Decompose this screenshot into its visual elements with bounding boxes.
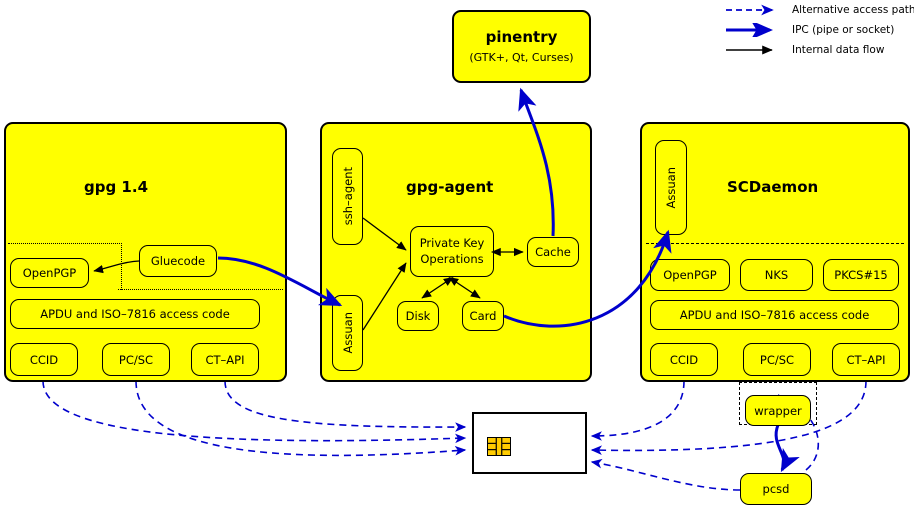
scdaemon-assuan-label: Assuan bbox=[664, 166, 678, 209]
pcsd-box[interactable]: pcsd bbox=[740, 473, 812, 505]
pinentry-title: pinentry bbox=[485, 27, 558, 46]
gpg-agent-ssh-agent-label: ssh–agent bbox=[340, 167, 355, 226]
internal-arrow-icon bbox=[726, 45, 773, 55]
scdaemon-title: SCDaemon bbox=[727, 178, 819, 196]
pcsd-label: pcsd bbox=[762, 482, 790, 496]
legend-item-alt-paths: Alternative access paths bbox=[724, 2, 914, 18]
legend-item-ipc: IPC (pipe or socket) bbox=[724, 22, 894, 38]
dashed-arrow-icon bbox=[726, 4, 774, 16]
scdaemon-app-pkcs15[interactable]: PKCS#15 bbox=[823, 259, 899, 291]
gpg14-driver-pcsc[interactable]: PC/SC bbox=[102, 343, 170, 376]
scdaemon-driver-ctapi-label: CT–API bbox=[846, 352, 886, 367]
gpg-agent-disk-box[interactable]: Disk bbox=[397, 301, 439, 331]
gpg-agent-card-label: Card bbox=[469, 309, 497, 323]
wrapper-box[interactable]: wrapper bbox=[745, 395, 811, 426]
gpg-agent-private-key-operations-box[interactable]: Private Key Operations bbox=[410, 226, 494, 277]
smartcard-chip-icon bbox=[487, 437, 511, 456]
scdaemon-app-openpgp[interactable]: OpenPGP bbox=[650, 259, 730, 291]
gpg-agent-ssh-agent-box[interactable]: ssh–agent bbox=[332, 148, 363, 245]
gpg-agent-cache-box[interactable]: Cache bbox=[527, 237, 579, 267]
legend-item-internal-flow: Internal data flow bbox=[724, 42, 884, 58]
gpg14-driver-ctapi-label: CT–API bbox=[205, 352, 245, 367]
pinentry-subtitle: (GTK+, Qt, Curses) bbox=[469, 51, 574, 65]
scdaemon-driver-ccid-label: CCID bbox=[669, 352, 699, 367]
chip-contacts-icon bbox=[488, 438, 510, 455]
scdaemon-app-openpgp-label: OpenPGP bbox=[663, 268, 717, 282]
gpg14-apdu-box[interactable]: APDU and ISO–7816 access code bbox=[10, 299, 260, 329]
gpg-agent-assuan-box[interactable]: Assuan bbox=[332, 295, 363, 371]
alt-path-group-left bbox=[42, 380, 467, 457]
ipc-arrow-icon bbox=[726, 23, 773, 37]
wrapper-label: wrapper bbox=[754, 403, 802, 418]
pinentry-box[interactable]: pinentry (GTK+, Qt, Curses) bbox=[452, 10, 591, 83]
scdaemon-driver-pcsc-label: PC/SC bbox=[759, 352, 795, 367]
gpg14-driver-ccid[interactable]: CCID bbox=[10, 343, 78, 376]
gpg-agent-disk-label: Disk bbox=[405, 309, 431, 323]
gpg-agent-cache-label: Cache bbox=[535, 245, 571, 259]
scdaemon-apdu-box[interactable]: APDU and ISO–7816 access code bbox=[650, 300, 899, 330]
legend-label-internal-flow: Internal data flow bbox=[792, 44, 885, 56]
gpg-agent-card-box[interactable]: Card bbox=[462, 301, 504, 331]
scdaemon-assuan-box[interactable]: Assuan bbox=[655, 140, 687, 235]
gpg14-title: gpg 1.4 bbox=[84, 178, 149, 196]
private-key-ops-line1: Private Key bbox=[419, 235, 485, 250]
legend-label-ipc: IPC (pipe or socket) bbox=[792, 24, 895, 36]
scdaemon-app-nks-label: NKS bbox=[764, 268, 789, 282]
scdaemon-driver-ctapi[interactable]: CT–API bbox=[832, 343, 900, 376]
private-key-ops-line2: Operations bbox=[420, 251, 484, 266]
alt-path-group-right bbox=[590, 380, 867, 491]
gpg14-openpgp-box[interactable]: OpenPGP bbox=[10, 258, 89, 288]
gpg14-apdu-label: APDU and ISO–7816 access code bbox=[40, 307, 230, 321]
gpg14-gluecode-label: Gluecode bbox=[150, 254, 206, 268]
scdaemon-driver-pcsc[interactable]: PC/SC bbox=[743, 343, 811, 376]
gpg-agent-assuan-label: Assuan bbox=[340, 312, 355, 354]
gpg14-driver-ctapi[interactable]: CT–API bbox=[191, 343, 259, 376]
legend: Alternative access paths IPC (pipe or so… bbox=[724, 0, 914, 56]
scdaemon-app-nks[interactable]: NKS bbox=[740, 259, 813, 291]
gpg-agent-title: gpg-agent bbox=[406, 178, 494, 196]
scdaemon-apdu-label: APDU and ISO–7816 access code bbox=[679, 308, 870, 322]
gpg14-driver-ccid-label: CCID bbox=[29, 352, 59, 367]
legend-label-alt-paths: Alternative access paths bbox=[792, 4, 914, 16]
ipc-wrapper-to-pcsd bbox=[774, 424, 800, 473]
gpg14-gluecode-box[interactable]: Gluecode bbox=[139, 245, 217, 277]
gpg14-openpgp-label: OpenPGP bbox=[22, 266, 77, 280]
scdaemon-app-pkcs15-label: PKCS#15 bbox=[834, 268, 888, 282]
smartcard[interactable] bbox=[472, 412, 587, 474]
gpg14-driver-pcsc-label: PC/SC bbox=[118, 352, 154, 367]
scdaemon-driver-ccid[interactable]: CCID bbox=[650, 343, 718, 376]
